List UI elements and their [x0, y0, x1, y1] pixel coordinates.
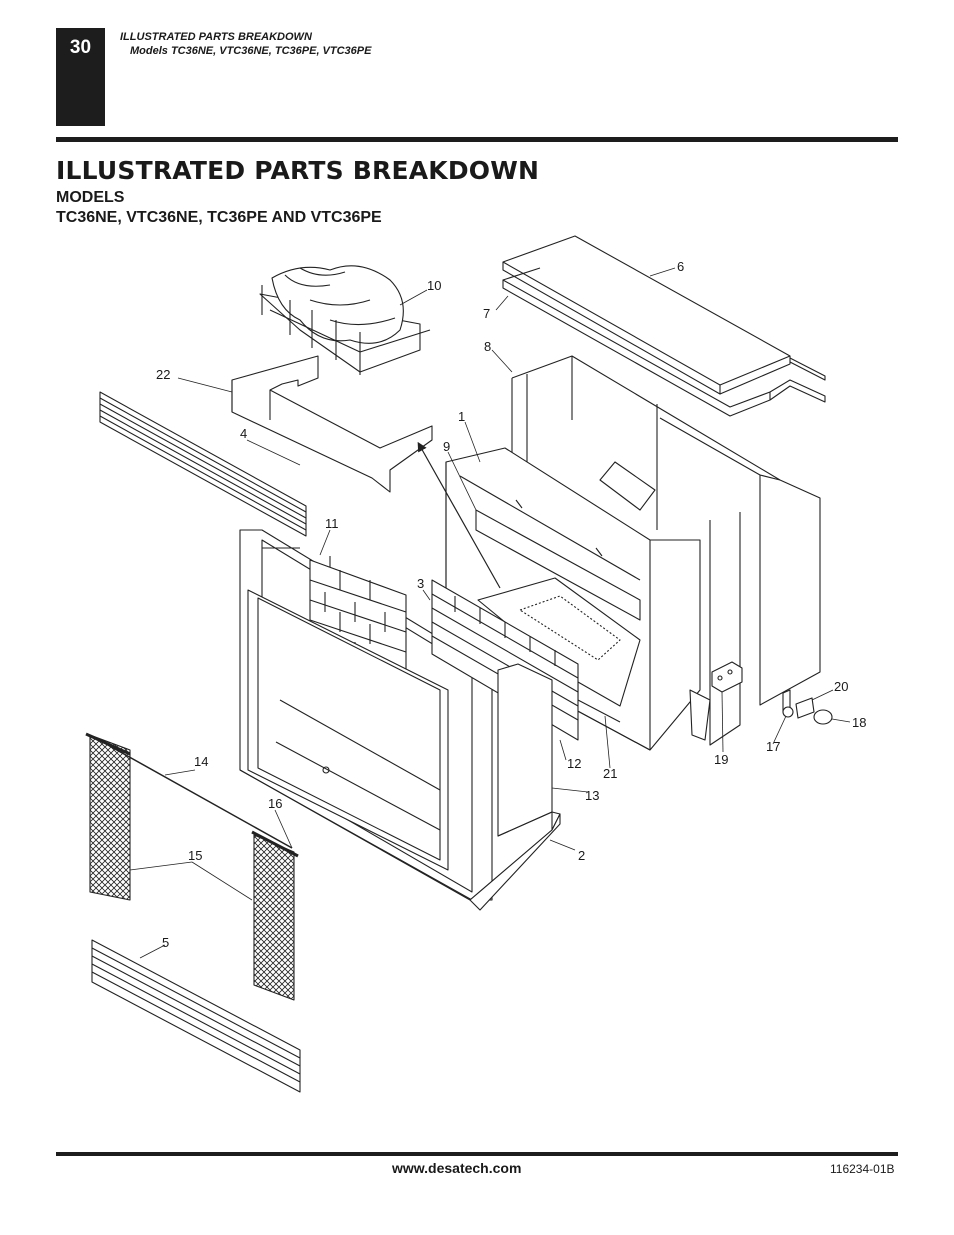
- header-section-title: ILLUSTRATED PARTS BREAKDOWN: [120, 31, 312, 43]
- part-bottom-louver: [91, 939, 301, 1093]
- callout-9: 9: [443, 439, 450, 454]
- callout-1: 1: [458, 409, 465, 424]
- callout-22: 22: [156, 367, 170, 382]
- callout-13: 13: [585, 788, 599, 803]
- part-side-panel: [469, 663, 561, 911]
- callout-12: 12: [567, 756, 581, 771]
- header-rule: [56, 137, 898, 142]
- callout-16: 16: [268, 796, 282, 811]
- page-number-tab: 30: [56, 28, 105, 126]
- callout-8: 8: [484, 339, 491, 354]
- callout-11: 11: [325, 516, 339, 531]
- callout-2: 2: [578, 848, 585, 863]
- part-mesh-screens: [85, 732, 299, 1001]
- callout-14: 14: [194, 754, 208, 769]
- part-surround-bracket: [502, 267, 826, 417]
- page-number: 30: [69, 37, 92, 58]
- part-top-louver: [99, 391, 307, 537]
- footer-rule: [56, 1152, 898, 1156]
- assembly-arrow: [417, 441, 501, 589]
- part-glass-door: [247, 589, 449, 871]
- part-top-surround: [502, 235, 826, 395]
- callout-18: 18: [852, 715, 866, 730]
- models-label: MODELS: [56, 189, 125, 206]
- callout-leaders: [129, 267, 851, 959]
- part-switch-assembly: [782, 689, 833, 725]
- callout-17: 17: [766, 739, 780, 754]
- callout-20: 20: [834, 679, 848, 694]
- callout-4: 4: [240, 426, 247, 441]
- part-log-set: [259, 265, 431, 375]
- callout-15: 15: [188, 848, 202, 863]
- page-title: ILLUSTRATED PARTS BREAKDOWN: [56, 156, 540, 185]
- callout-21: 21: [603, 766, 617, 781]
- callout-7: 7: [483, 306, 490, 321]
- footer-website-link[interactable]: www.desatech.com: [392, 1160, 522, 1176]
- exploded-parts-diagram: 6 7 8 10 22 1 4 9 11 3 20 18 17 19 12 14…: [0, 225, 954, 1145]
- callout-6: 6: [677, 259, 684, 274]
- part-gas-valve: [711, 661, 743, 693]
- models-list: TC36NE, VTC36NE, TC36PE AND VTC36PE: [56, 209, 382, 226]
- part-grate-bracket: [231, 355, 433, 493]
- header-models-line: Models TC36NE, VTC36NE, TC36PE, VTC36PE: [130, 45, 372, 57]
- callout-5: 5: [162, 935, 169, 950]
- footer-document-code: 116234-01B: [830, 1162, 895, 1176]
- callout-10: 10: [427, 278, 441, 293]
- callout-19: 19: [714, 752, 728, 767]
- callout-3: 3: [417, 576, 424, 591]
